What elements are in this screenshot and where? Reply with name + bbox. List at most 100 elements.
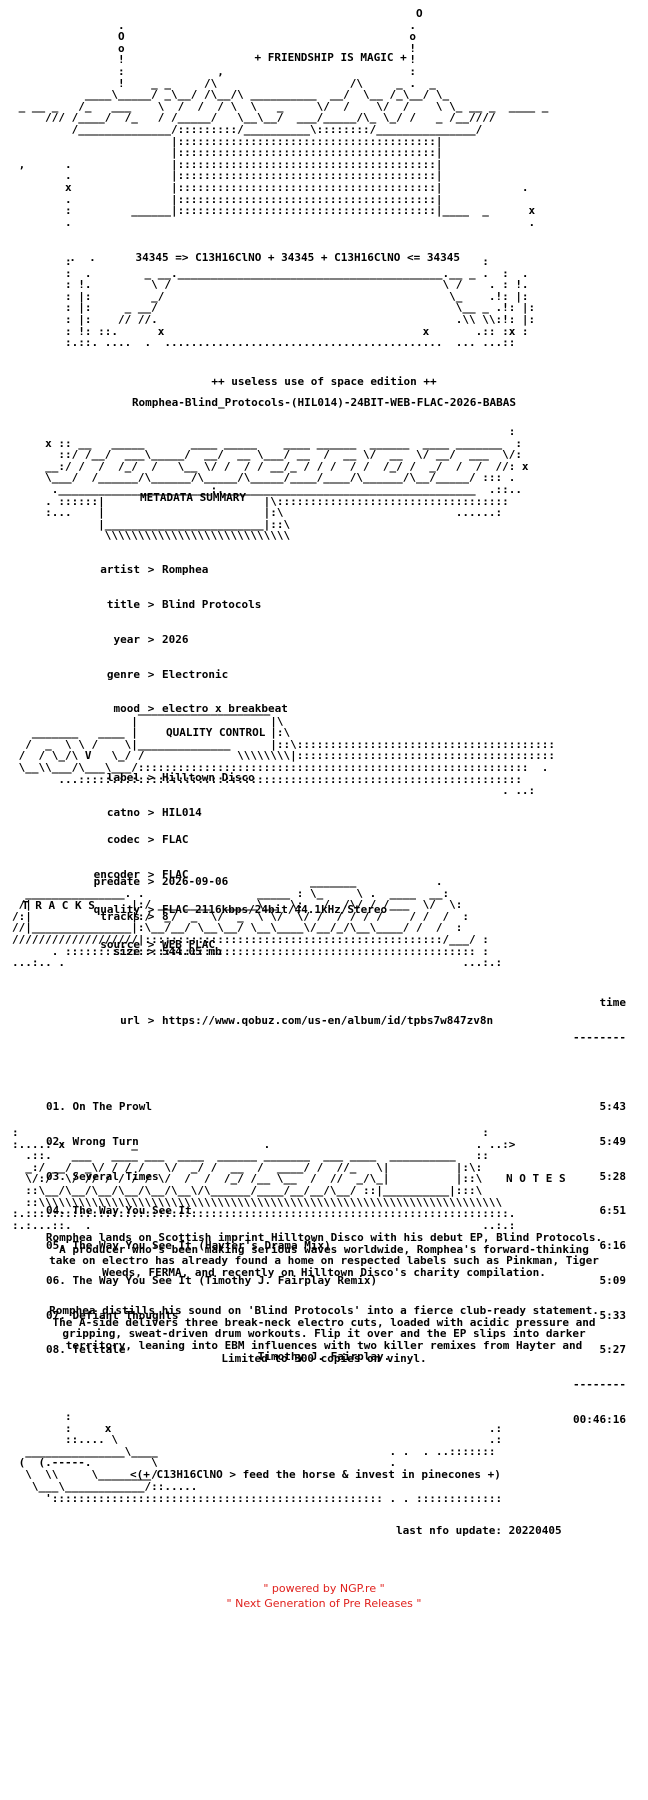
last-update: last nfo update: 20220405 bbox=[396, 1524, 562, 1537]
track-row: 03. Several Times 5:28 bbox=[46, 1169, 627, 1183]
track-name: 01. On The Prowl bbox=[46, 1099, 152, 1113]
metadata-sep: > bbox=[147, 667, 155, 681]
metadata-key: url bbox=[120, 1013, 140, 1027]
quality-key: codec bbox=[106, 833, 140, 847]
metadata-key: artist bbox=[100, 563, 140, 577]
rule: -------- bbox=[573, 1030, 626, 1044]
metadata-key: size bbox=[113, 944, 141, 958]
metadata-row-mood: mood>electro x breakbeat bbox=[0, 703, 493, 715]
quality-value: FLAC 2116kbps/24bit/44.1kHz/Stereo bbox=[162, 902, 388, 916]
rule-spacer bbox=[46, 1379, 566, 1391]
metadata-row-size: size>544.05 mb bbox=[0, 944, 493, 958]
time-header: time bbox=[599, 996, 627, 1010]
track-time: 5:33 bbox=[599, 1308, 627, 1322]
ascii-tracks-art: _______ . _______________. . _____ : \_ … bbox=[12, 875, 503, 970]
metadata-sep: > bbox=[147, 875, 155, 889]
formula-dots: . . bbox=[69, 250, 136, 264]
metadata-row-label: label > Hilltown Disco bbox=[0, 772, 493, 784]
metadata-section-title: METADATA SUMMARY bbox=[140, 491, 246, 504]
formula-line: . . 34345 => C13H16ClNO + 34345 + C13H16… bbox=[56, 240, 460, 263]
track-name: 02. Wrong Turn bbox=[46, 1134, 139, 1148]
metadata-sep: > bbox=[147, 806, 155, 820]
track-time: 5:28 bbox=[599, 1169, 627, 1183]
quality-row-encoder: encoder > FLAC bbox=[0, 869, 387, 881]
tracklist-header: time bbox=[46, 996, 627, 1010]
quality-key: source bbox=[100, 937, 140, 951]
metadata-value: HIL014 bbox=[162, 806, 202, 820]
metadata-row-predate: predate >2026-09-06 bbox=[0, 876, 493, 888]
metadata-key: genre bbox=[106, 667, 140, 681]
quality-row-quality: quality>FLAC 2116kbps/24bit/44.1kHz/Ster… bbox=[0, 902, 388, 916]
metadata-value: Romphea bbox=[162, 563, 209, 577]
ngp-line: " Next Generation of Pre Releases " bbox=[226, 1597, 422, 1610]
metadata-value: 2026-09-06 bbox=[162, 875, 229, 889]
quality-section-title: QUALITY CONTROL bbox=[166, 726, 266, 739]
track-name: 08. Telltale bbox=[46, 1343, 126, 1357]
track-row: 08. Telltale 5:27 bbox=[46, 1344, 626, 1356]
ascii-metadata-art: : x :: __ _____ ____ _____ ____ ______ _… bbox=[45, 425, 529, 543]
metadata-row-tracks: tracks>8 bbox=[0, 911, 493, 923]
metadata-sep: > bbox=[147, 771, 155, 785]
ascii-banner-top: O . . O o o ! bbox=[18, 7, 549, 229]
metadata-sep: > bbox=[147, 632, 155, 646]
quality-sep: > bbox=[147, 937, 155, 951]
track-name: 05. The Way You See It (Hayter's Drama M… bbox=[46, 1239, 331, 1253]
metadata-key: title bbox=[106, 597, 140, 611]
quality-list: codec > FLAC encoder > FLAC quality>FLAC 211… bbox=[0, 811, 388, 962]
metadata-url-link[interactable]: https://www.qobuz.com/us-en/album/id/tpb… bbox=[162, 1013, 494, 1027]
tracks-section-title: T R A C K S bbox=[22, 899, 95, 912]
notes-paragraph-1: Romphea lands on Scottish imprint Hillto… bbox=[45, 1231, 603, 1279]
metadata-value: Hilltown Disco bbox=[162, 771, 255, 785]
notes-paragraph-2: Romphea distills his sound on 'Blind Pro… bbox=[49, 1304, 599, 1364]
ascii-notes-art: : : :....: x _ . . ..:> .::. ___ ____ __… bbox=[12, 1126, 516, 1232]
metadata-value: electro x breakbeat bbox=[162, 702, 288, 716]
tracklist-rule-bottom: -------- bbox=[46, 1379, 626, 1391]
total-time: 00:46:16 bbox=[573, 1412, 626, 1426]
metadata-key: label bbox=[106, 771, 140, 785]
metadata-value: 8 bbox=[162, 909, 169, 923]
outro-slogan: <(+ C13H16ClNO > feed the horse & invest… bbox=[130, 1468, 501, 1481]
metadata-value: Blind Protocols bbox=[162, 597, 262, 611]
quality-row-codec: codec > FLAC bbox=[0, 834, 387, 846]
quality-value: WEB FLAC bbox=[162, 937, 215, 951]
track-time: 5:27 bbox=[599, 1343, 627, 1357]
quality-row-source: source > WEB FLAC bbox=[0, 937, 387, 951]
track-row: 05. The Way You See It (Hayter's Drama M… bbox=[46, 1240, 626, 1252]
track-row: 06. The Way You See It (Timothy J. Fairp… bbox=[46, 1275, 626, 1287]
ascii-quality-art: ____________________ | |\ _______ ____ |… bbox=[18, 703, 556, 798]
quality-value: FLAC bbox=[162, 833, 189, 847]
tracklist-rule-top: -------- bbox=[46, 1032, 626, 1044]
metadata-row-title: title>Blind Protocols bbox=[0, 599, 493, 611]
track-row: 02. Wrong Turn 5:49 bbox=[46, 1136, 626, 1148]
track-time: 5:49 bbox=[599, 1134, 627, 1148]
ascii-outro-art-bottom: \___\____________/::..... ':::::::::::::… bbox=[31, 1480, 503, 1505]
metadata-row-url: url>https://www.qobuz.com/us-en/album/id… bbox=[0, 1013, 494, 1027]
metadata-row-artist: artist > Romphea bbox=[0, 564, 493, 576]
quality-value: FLAC bbox=[162, 867, 189, 881]
notes-section-title: N O T E S bbox=[506, 1172, 566, 1185]
track-name: 03. Several Times bbox=[46, 1169, 159, 1183]
track-time: 6:51 bbox=[599, 1204, 627, 1218]
quality-key: encoder bbox=[93, 867, 140, 881]
metadata-sep: > bbox=[147, 563, 155, 577]
tagline: + FRIENDSHIP IS MAGIC + bbox=[254, 50, 407, 64]
quality-sep: > bbox=[147, 833, 155, 847]
quality-sep: > bbox=[147, 902, 155, 916]
metadata-row-genre: genre > Electronic bbox=[0, 667, 493, 681]
track-name: 04. The Way You See It bbox=[46, 1204, 192, 1218]
metadata-key: predate bbox=[93, 875, 140, 889]
quality-sep: > bbox=[147, 867, 155, 881]
metadata-value: Electronic bbox=[162, 667, 229, 681]
track-name: 06. The Way You See It (Timothy J. Fairp… bbox=[46, 1273, 378, 1287]
edition-line: ++ useless use of space edition ++ bbox=[211, 375, 437, 388]
formula-text: 34345 => C13H16ClNO + 34345 + C13H16ClNO… bbox=[135, 250, 460, 264]
metadata-row-year: year>2026 bbox=[0, 634, 493, 646]
release-name: Romphea-Blind_Protocols-(HIL014)-24BIT-W… bbox=[131, 396, 517, 409]
notes-paragraph-3: Limited to 300 copies on vinyl. bbox=[221, 1352, 427, 1365]
tracklist-header-spacer bbox=[46, 997, 566, 1009]
metadata-sep: > bbox=[147, 702, 155, 716]
metadata-value: 2026 bbox=[162, 632, 189, 646]
tracklist-total: 00:46:16 bbox=[46, 1414, 626, 1426]
